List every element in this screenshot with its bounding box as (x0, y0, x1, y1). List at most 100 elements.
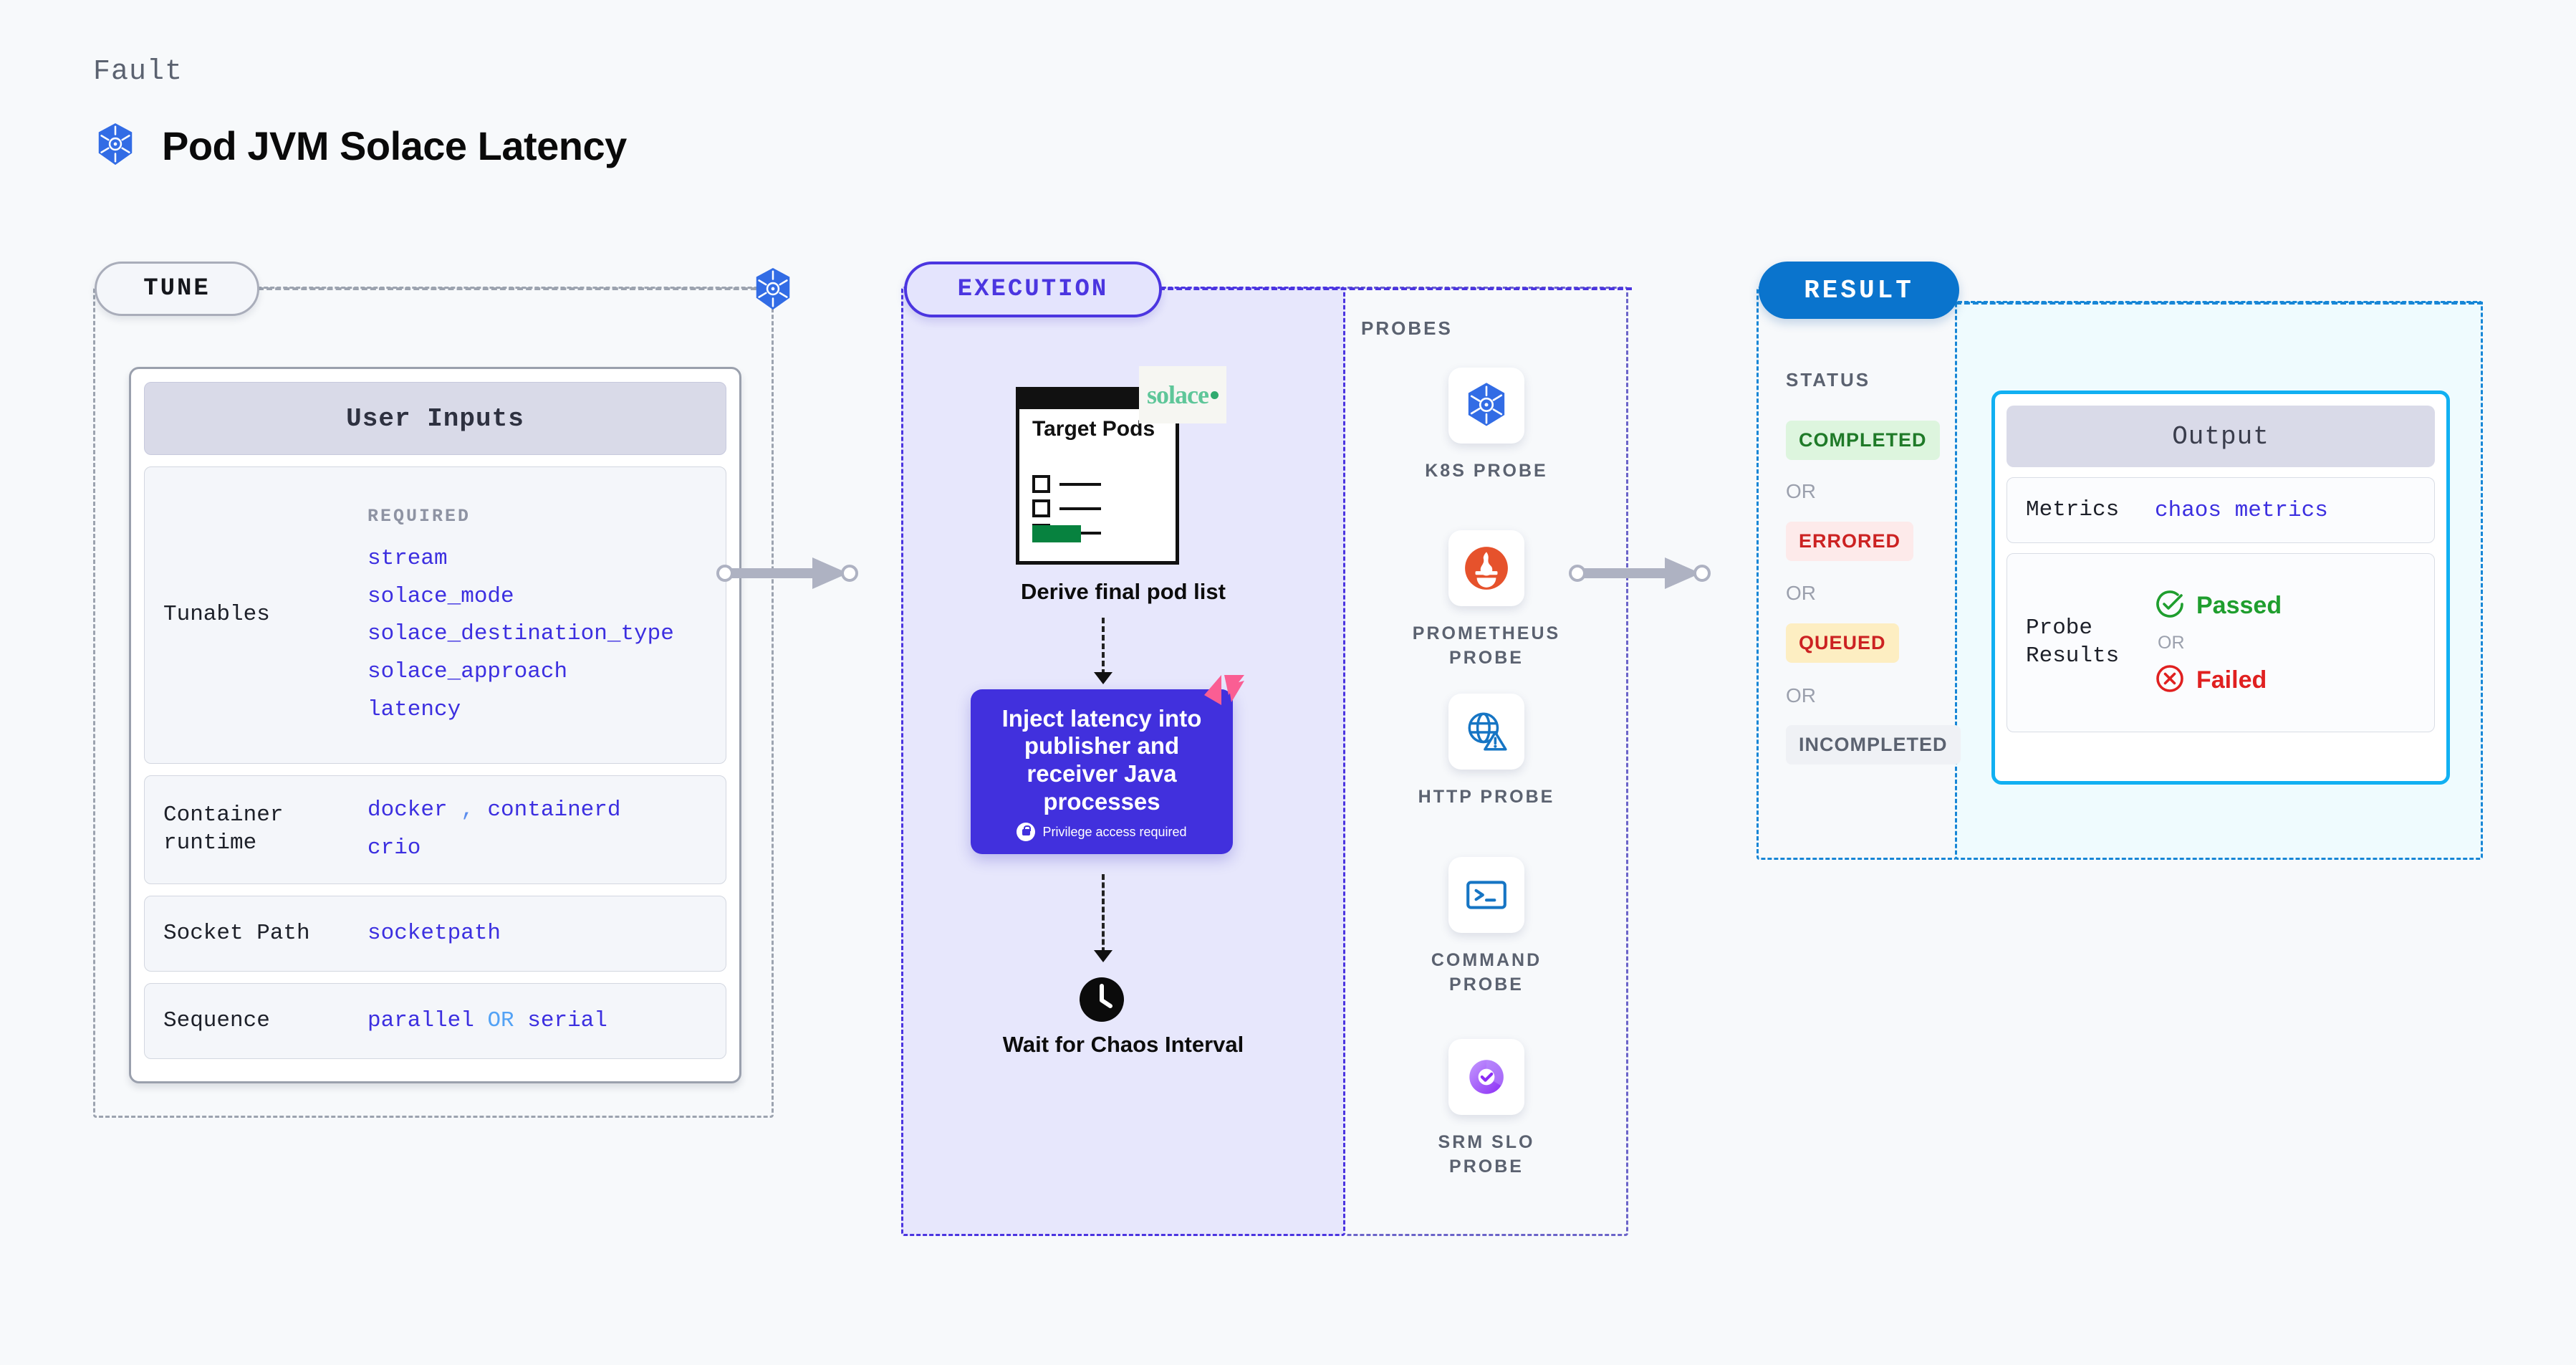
or-separator: OR (1786, 582, 1816, 604)
socket-path-value[interactable]: socketpath (367, 920, 501, 946)
tunable-latency[interactable]: latency (367, 696, 461, 722)
x-circle-icon (2155, 664, 2185, 697)
step-label-wait-for-chaos-interval: Wait for Chaos Interval (1002, 1032, 1244, 1057)
output-title: Output (2007, 406, 2435, 467)
probe-label: SRM SLO PROBE (1438, 1132, 1535, 1177)
or-separator: OR (2158, 632, 2185, 653)
connector-line (1102, 618, 1105, 675)
table-row: Probe Results Passed OR (2007, 553, 2435, 732)
status-badge: ERRORED (1786, 522, 1914, 561)
result-connector-line (1956, 302, 2483, 305)
lock-icon (1017, 823, 1036, 842)
flow-arrow-execution-to-result (1569, 552, 1712, 598)
row-values: REQUIRED stream solace_mode solace_desti… (367, 502, 674, 729)
flow-arrow-tune-to-execution (716, 552, 860, 598)
value-joiner: OR (487, 1007, 514, 1033)
stage-pill-result[interactable]: RESULT (1759, 262, 1959, 319)
row-values: parallel OR serial (367, 1002, 607, 1040)
stage-pill-execution[interactable]: EXECUTION (904, 262, 1162, 317)
sequence-serial[interactable]: serial (527, 1007, 607, 1033)
check-circle-icon (2155, 589, 2185, 623)
failed-label: Failed (2196, 666, 2267, 694)
page-eyebrow: Fault (93, 56, 183, 88)
runtime-docker[interactable]: docker (367, 798, 448, 823)
probe-results-label: Probe Results (2026, 616, 2120, 669)
probe-label: PROMETHEUS PROBE (1412, 623, 1561, 668)
row-values: docker , containerd crio (367, 792, 620, 867)
probes-heading: PROBES (1361, 317, 1453, 339)
srm-slo-icon (1448, 1039, 1524, 1115)
solace-logo: solace (1139, 366, 1226, 423)
solace-dot-icon (1210, 391, 1219, 399)
sequence-parallel[interactable]: parallel (367, 1007, 474, 1033)
checkbox-icon (1032, 499, 1050, 517)
probe-item-http[interactable]: HTTP PROBE (1404, 694, 1569, 810)
probe-item-prometheus[interactable]: PROMETHEUS PROBE (1404, 530, 1569, 670)
passed-label: Passed (2196, 591, 2282, 619)
probe-item-command[interactable]: COMMAND PROBE (1404, 857, 1569, 997)
or-separator: OR (1786, 480, 1816, 502)
line-placeholder (1059, 482, 1101, 486)
execution-connector-line (1159, 287, 1632, 290)
probe-result-failed: Failed (2155, 664, 2282, 697)
table-row: Tunables REQUIRED stream solace_mode sol… (144, 466, 726, 764)
clock-icon (1078, 976, 1125, 1023)
tune-connector-line (258, 287, 774, 290)
table-row: Sequence parallel OR serial (144, 983, 726, 1059)
runtime-crio[interactable]: crio (367, 835, 421, 861)
probe-results-values: Passed OR Failed (2155, 589, 2282, 697)
table-row: Socket Path socketpath (144, 896, 726, 972)
target-pods-title: Target Pods (1032, 417, 1155, 441)
checkbox-icon (1032, 475, 1050, 493)
list-item (1032, 475, 1101, 493)
list-item (1032, 499, 1101, 517)
table-row: Metrics chaos metrics (2007, 477, 2435, 543)
stage-pill-tune[interactable]: TUNE (95, 262, 259, 316)
metrics-label: Metrics (2026, 497, 2120, 522)
row-label: Container runtime (163, 803, 284, 856)
inject-latency-card: Inject latency into publisher and receiv… (971, 675, 1244, 854)
status-badge: COMPLETED (1786, 421, 1940, 460)
litmuschaos-icon (1203, 674, 1246, 712)
tunable-solace-destination-type[interactable]: solace_destination_type (367, 621, 674, 647)
arrow-down-icon (1094, 950, 1112, 962)
row-label: Sequence (163, 1007, 270, 1033)
user-inputs-card: User Inputs Tunables REQUIRED stream sol… (129, 367, 741, 1083)
row-label: Socket Path (163, 920, 310, 946)
kubernetes-icon (1448, 368, 1524, 444)
tunable-solace-mode[interactable]: solace_mode (367, 583, 514, 609)
kubernetes-icon (751, 267, 795, 311)
status-badge: QUEUED (1786, 623, 1899, 663)
step-label-derive-pod-list: Derive final pod list (1021, 579, 1226, 604)
inject-latency-text: Inject latency into publisher and receiv… (1001, 704, 1202, 815)
page-header: Pod JVM Solace Latency (93, 122, 627, 170)
table-row: Container runtime docker , containerd cr… (144, 775, 726, 884)
probe-item-k8s[interactable]: K8S PROBE (1404, 368, 1569, 484)
terminal-icon (1448, 857, 1524, 933)
probe-item-srm-slo[interactable]: SRM SLO PROBE (1404, 1039, 1569, 1179)
metrics-value[interactable]: chaos metrics (2155, 497, 2328, 523)
row-values: socketpath (367, 915, 501, 953)
target-pods-card: Target Pods (1016, 387, 1179, 565)
line-placeholder (1059, 507, 1101, 510)
page-title: Pod JVM Solace Latency (162, 123, 627, 168)
probe-result-passed: Passed (2155, 589, 2282, 623)
globe-warning-icon (1448, 694, 1524, 770)
runtime-containerd[interactable]: containerd (487, 798, 621, 823)
kubernetes-icon (93, 122, 138, 170)
or-separator: OR (1786, 684, 1816, 707)
privilege-note-text: Privilege access required (1042, 824, 1187, 839)
output-card: Output Metrics chaos metrics Probe Resul… (1991, 391, 2450, 785)
arrow-down-icon (1094, 672, 1112, 684)
probe-label: HTTP PROBE (1418, 787, 1555, 807)
status-badge: INCOMPLETED (1786, 725, 1961, 765)
privilege-note: Privilege access required (1017, 823, 1187, 842)
probe-label: K8S PROBE (1425, 461, 1548, 481)
highlight-bar (1032, 525, 1081, 542)
row-label: Tunables (163, 602, 270, 628)
probe-label: COMMAND PROBE (1431, 950, 1542, 995)
tunable-stream[interactable]: stream (367, 546, 448, 572)
required-caption: REQUIRED (367, 505, 471, 527)
tunable-solace-approach[interactable]: solace_approach (367, 659, 568, 685)
status-heading: STATUS (1786, 369, 1871, 391)
